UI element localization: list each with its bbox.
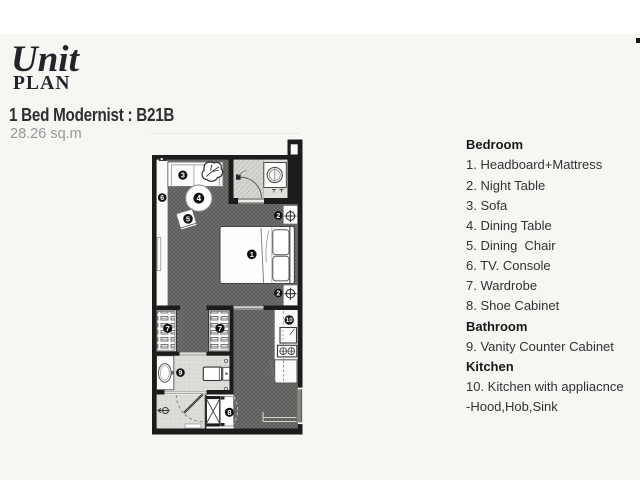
- svg-text:1: 1: [250, 250, 254, 259]
- svg-text:4: 4: [197, 194, 202, 203]
- svg-text:8: 8: [227, 408, 231, 417]
- svg-text:7: 7: [166, 324, 170, 333]
- svg-text:2: 2: [276, 213, 280, 220]
- svg-text:7: 7: [218, 324, 222, 333]
- svg-text:10: 10: [286, 317, 294, 324]
- svg-text:6: 6: [160, 195, 164, 202]
- svg-text:3: 3: [181, 171, 185, 180]
- svg-text:5: 5: [186, 214, 190, 223]
- svg-text:2: 2: [276, 291, 280, 298]
- svg-text:9: 9: [178, 370, 182, 377]
